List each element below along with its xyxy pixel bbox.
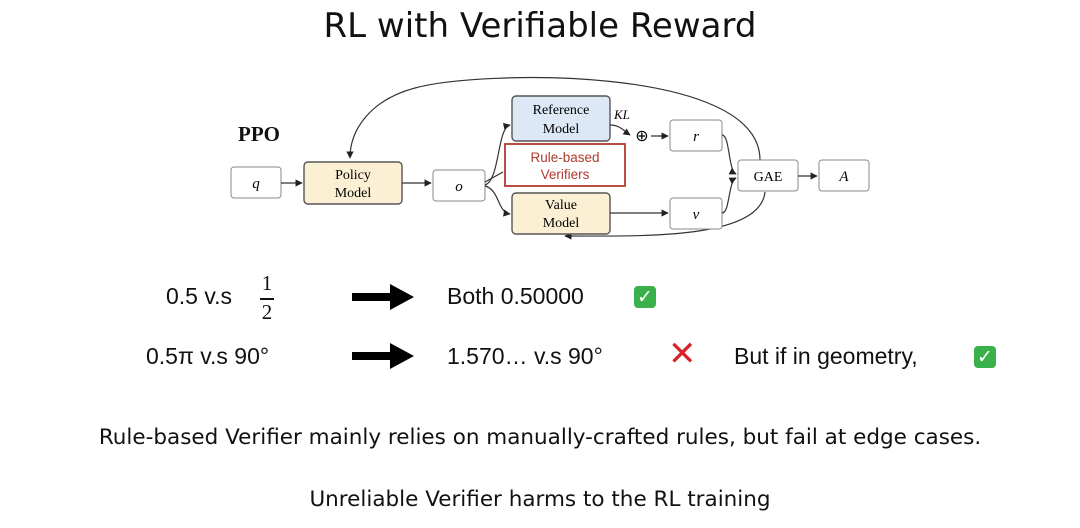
fraction-denominator: 2: [261, 300, 273, 324]
reference-label-1: Reference: [533, 103, 590, 118]
value-label-2: Model: [543, 216, 580, 231]
a-label: A: [838, 169, 849, 185]
policy-label-1: Policy: [335, 168, 371, 183]
example-1-left: 0.5 v.s: [166, 283, 233, 309]
fraction-numerator: 1: [261, 271, 273, 295]
fraction-bar: [260, 298, 274, 300]
v-label: v: [693, 207, 700, 223]
policy-label-2: Model: [335, 186, 372, 201]
oplus-symbol: ⊕: [635, 126, 648, 145]
right-arrow-icon: [352, 284, 414, 310]
kl-label: KL: [613, 107, 630, 122]
example-2-result: 1.570… v.s 90°: [447, 343, 603, 369]
o-node: [432, 169, 486, 202]
example-1-result: Both 0.50000: [447, 283, 584, 309]
a-node: [818, 159, 870, 192]
feedback-arc-top: [346, 76, 761, 161]
right-arrow-icon: [352, 343, 414, 369]
q-label: q: [252, 176, 260, 192]
verifier-label-1: Rule-based: [530, 150, 599, 165]
arrow-r-gae: [721, 134, 737, 175]
feedback-arc-bottom: [564, 191, 766, 240]
arrow-reference-kl: [609, 124, 631, 136]
example-2-left: 0.5π v.s 90°: [146, 343, 270, 369]
statement-unreliable-verifier: Unreliable Verifier harms to the RL trai…: [309, 487, 771, 512]
arrow-o-value: [484, 185, 511, 217]
rule-based-verifiers-node: [504, 143, 626, 187]
check-mark-icon: ✓: [634, 286, 656, 308]
slide-title: RL with Verifiable Reward: [323, 6, 757, 46]
arrow-o-verifier: [484, 171, 504, 183]
example-2-note: But if in geometry,: [734, 343, 918, 369]
arrow-o-reference: [484, 122, 511, 186]
check-mark-icon: ✓: [974, 346, 996, 368]
ppo-label: PPO: [238, 122, 280, 146]
cross-mark-icon: ✕: [668, 334, 697, 374]
o-label: o: [455, 179, 463, 195]
r-label: r: [693, 129, 699, 145]
value-label-1: Value: [545, 198, 577, 213]
reference-model-node: [511, 95, 611, 142]
statement-edge-cases: Rule-based Verifier mainly relies on man…: [98, 425, 982, 450]
reference-label-2: Model: [543, 122, 580, 137]
arrow-v-gae: [721, 177, 737, 214]
verifier-label-2: Verifiers: [541, 167, 590, 182]
gae-label: GAE: [754, 170, 783, 185]
ppo-diagram: PPO q Policy Model o Reference Model KL …: [230, 76, 870, 240]
